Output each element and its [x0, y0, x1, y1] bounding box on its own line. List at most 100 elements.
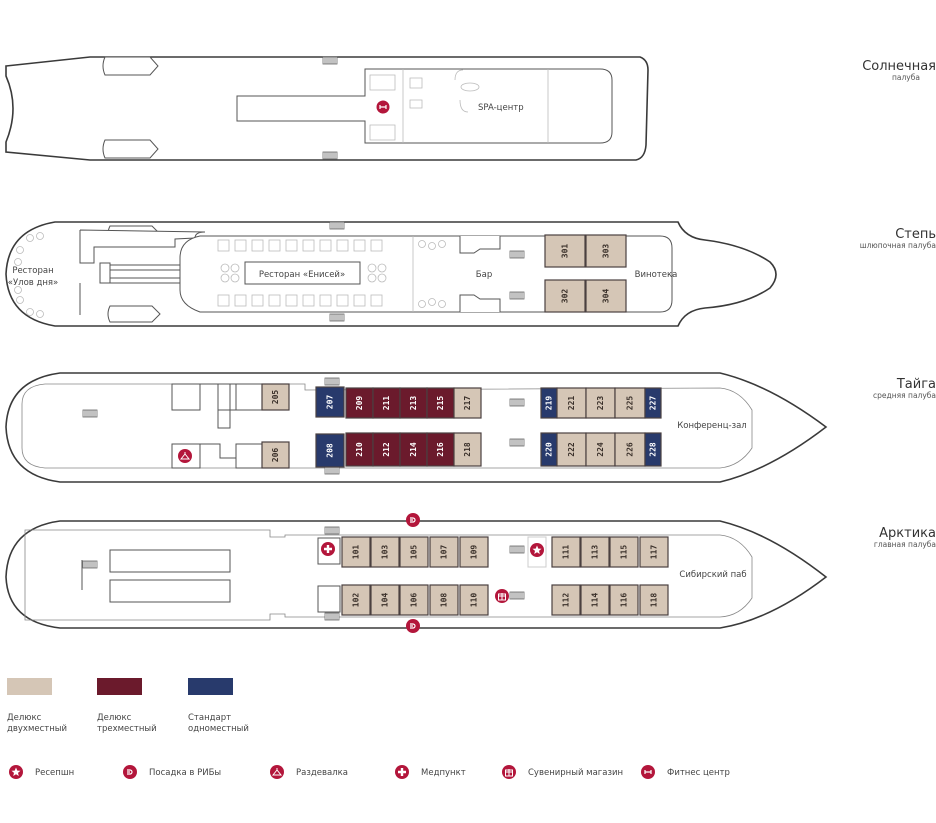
cabin-101[interactable]: 101	[341, 536, 371, 568]
cabin-box[interactable]	[644, 432, 662, 467]
cabin-216[interactable]: 216	[426, 432, 455, 467]
cabin-box[interactable]	[372, 387, 401, 419]
cabin-106[interactable]: 106	[399, 584, 429, 616]
cabin-212[interactable]: 212	[372, 432, 401, 467]
cabin-109[interactable]: 109	[459, 536, 489, 568]
cabin-number: 105	[410, 545, 419, 560]
cabin-221[interactable]: 221	[556, 387, 587, 419]
cabin-107[interactable]: 107	[429, 536, 459, 568]
cabin-box[interactable]	[580, 536, 610, 568]
legend-icon-label: Ресепшн	[35, 768, 74, 778]
cabin-box[interactable]	[261, 383, 290, 411]
cabin-box[interactable]	[551, 536, 581, 568]
cabin-box[interactable]	[341, 536, 371, 568]
cabin-box[interactable]	[544, 279, 586, 313]
cabin-box[interactable]	[315, 386, 345, 418]
cabin-box[interactable]	[261, 441, 290, 469]
cabin-box[interactable]	[399, 387, 428, 419]
cabin-228[interactable]: 228	[644, 432, 662, 467]
cabin-box[interactable]	[585, 387, 616, 419]
cabin-217[interactable]: 217	[453, 387, 482, 419]
cabin-box[interactable]	[556, 432, 587, 467]
cabin-box[interactable]	[372, 432, 401, 467]
cabin-box[interactable]	[639, 584, 669, 616]
cabin-box[interactable]	[585, 234, 627, 268]
cabin-box[interactable]	[426, 387, 455, 419]
cabin-114[interactable]: 114	[580, 584, 610, 616]
cabin-box[interactable]	[609, 536, 639, 568]
cabin-box[interactable]	[315, 433, 345, 468]
cabin-215[interactable]: 215	[426, 387, 455, 419]
cabin-105[interactable]: 105	[399, 536, 429, 568]
cabin-213[interactable]: 213	[399, 387, 428, 419]
cabin-301[interactable]: 301	[544, 234, 586, 268]
cabin-218[interactable]: 218	[453, 432, 482, 467]
cabin-box[interactable]	[644, 387, 662, 419]
cabin-118[interactable]: 118	[639, 584, 669, 616]
cabin-210[interactable]: 210	[345, 432, 374, 467]
cabin-214[interactable]: 214	[399, 432, 428, 467]
cabin-box[interactable]	[459, 584, 489, 616]
cabin-number: 104	[381, 593, 390, 608]
cabin-box[interactable]	[544, 234, 586, 268]
cabin-115[interactable]: 115	[609, 536, 639, 568]
boarding-icon[interactable]	[406, 619, 420, 633]
cabin-102[interactable]: 102	[341, 584, 371, 616]
cabin-box[interactable]	[551, 584, 581, 616]
cabin-103[interactable]: 103	[370, 536, 400, 568]
cabin-box[interactable]	[399, 584, 429, 616]
cabin-112[interactable]: 112	[551, 584, 581, 616]
cabin-box[interactable]	[345, 432, 374, 467]
cabin-box[interactable]	[614, 387, 646, 419]
cabin-box[interactable]	[429, 536, 459, 568]
cabin-223[interactable]: 223	[585, 387, 616, 419]
cabin-number: 225	[626, 396, 635, 411]
cabin-box[interactable]	[585, 279, 627, 313]
cabin-209[interactable]: 209	[345, 387, 374, 419]
cabin-box[interactable]	[399, 536, 429, 568]
cabin-box[interactable]	[453, 387, 482, 419]
cabin-number: 107	[440, 545, 449, 560]
lifeboat	[107, 305, 161, 323]
cabin-box[interactable]	[585, 432, 616, 467]
boarding-icon[interactable]	[406, 513, 420, 527]
cabin-box[interactable]	[453, 432, 482, 467]
cabin-224[interactable]: 224	[585, 432, 616, 467]
cabin-box[interactable]	[639, 536, 669, 568]
cabin-302[interactable]: 302	[544, 279, 586, 313]
cabin-box[interactable]	[614, 432, 646, 467]
cabin-206[interactable]: 206	[261, 441, 290, 469]
cabin-225[interactable]: 225	[614, 387, 646, 419]
cabin-117[interactable]: 117	[639, 536, 669, 568]
cabin-108[interactable]: 108	[429, 584, 459, 616]
cabin-box[interactable]	[580, 584, 610, 616]
cabin-box[interactable]	[429, 584, 459, 616]
cabin-box[interactable]	[399, 432, 428, 467]
cabin-box[interactable]	[459, 536, 489, 568]
cabin-304[interactable]: 304	[585, 279, 627, 313]
cabin-207[interactable]: 207	[315, 386, 345, 418]
cabin-219[interactable]: 219	[540, 387, 558, 419]
cabin-box[interactable]	[370, 584, 400, 616]
stairs-icon	[322, 56, 338, 65]
cabin-226[interactable]: 226	[614, 432, 646, 467]
cabin-208[interactable]: 208	[315, 433, 345, 468]
cabin-222[interactable]: 222	[556, 432, 587, 467]
cabin-227[interactable]: 227	[644, 387, 662, 419]
cabin-205[interactable]: 205	[261, 383, 290, 411]
cabin-303[interactable]: 303	[585, 234, 627, 268]
cabin-box[interactable]	[370, 536, 400, 568]
cabin-220[interactable]: 220	[540, 432, 558, 467]
cabin-104[interactable]: 104	[370, 584, 400, 616]
cabin-111[interactable]: 111	[551, 536, 581, 568]
cabin-number: 209	[355, 396, 364, 411]
cabin-box[interactable]	[345, 387, 374, 419]
cabin-113[interactable]: 113	[580, 536, 610, 568]
cabin-116[interactable]: 116	[609, 584, 639, 616]
cabin-110[interactable]: 110	[459, 584, 489, 616]
cabin-box[interactable]	[341, 584, 371, 616]
cabin-211[interactable]: 211	[372, 387, 401, 419]
cabin-box[interactable]	[609, 584, 639, 616]
